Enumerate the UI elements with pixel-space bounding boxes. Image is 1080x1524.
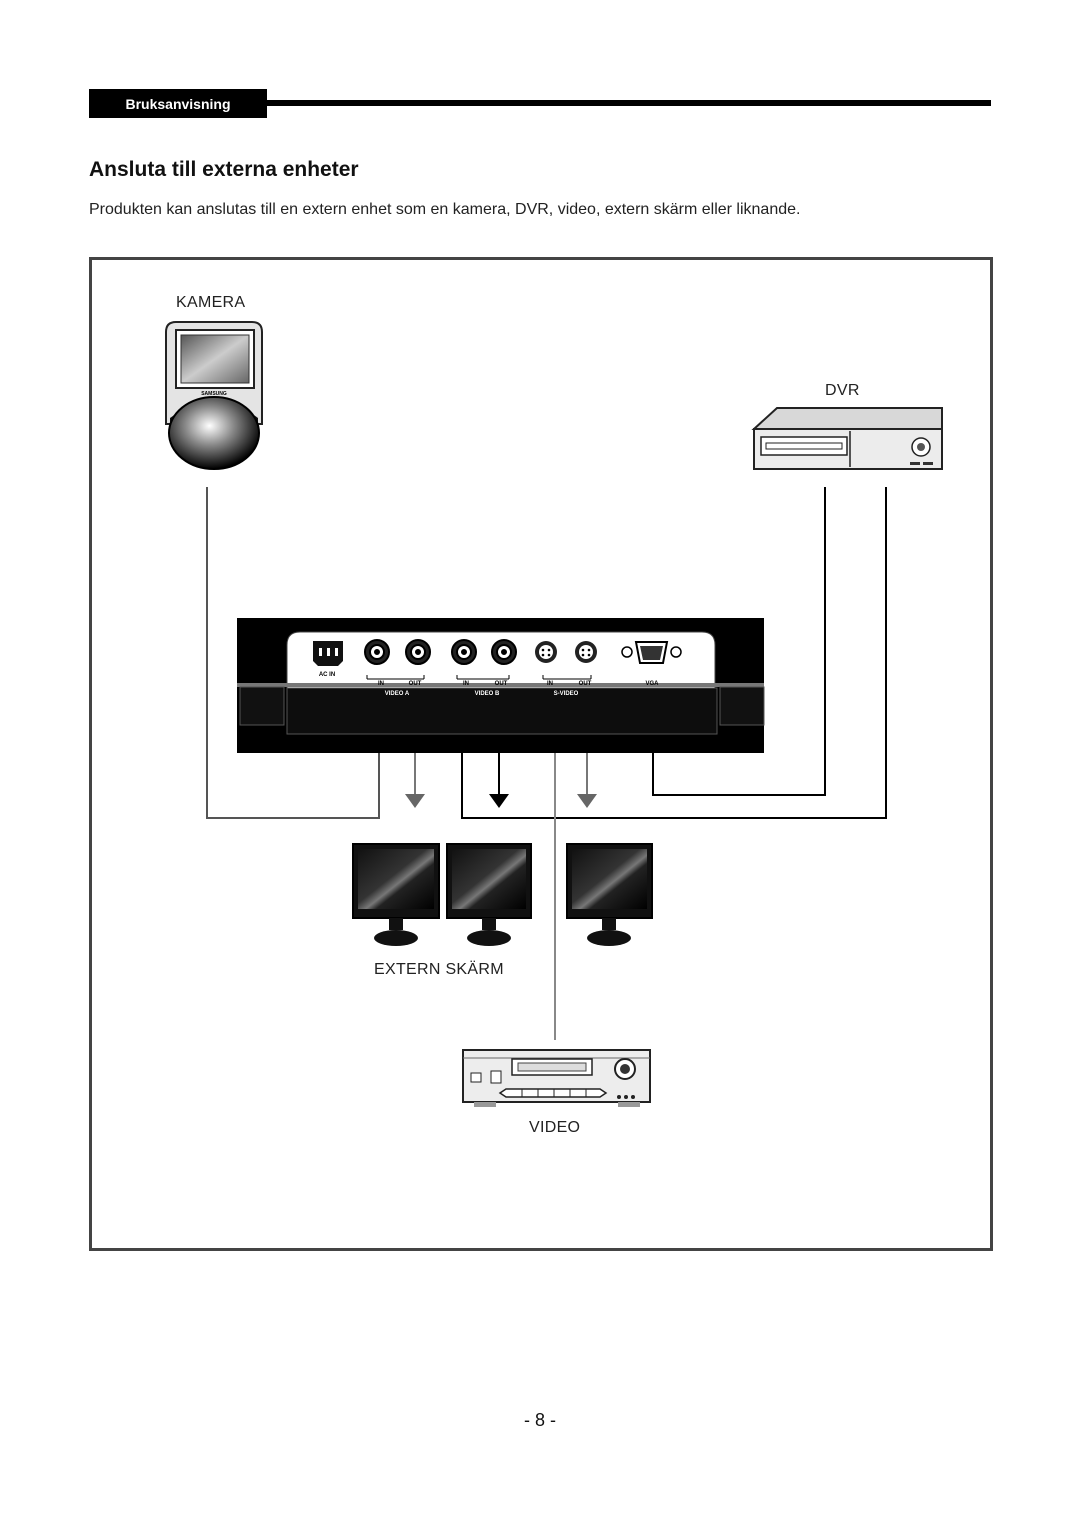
s-video-connectors bbox=[535, 641, 597, 663]
bnc-connectors bbox=[364, 639, 517, 665]
header-rule bbox=[267, 100, 991, 106]
external-monitor-3 bbox=[566, 843, 653, 946]
video-b-group-label: VIDEO B bbox=[475, 691, 500, 697]
s-video-in-label: IN bbox=[547, 681, 553, 687]
external-monitor-label: EXTERN SKÄRM bbox=[374, 961, 504, 978]
vga-label: VGA bbox=[645, 681, 659, 687]
video-a-out-label: OUT bbox=[409, 681, 422, 687]
video-a-in-label: IN bbox=[378, 681, 384, 687]
s-video-group-label: S-VIDEO bbox=[554, 691, 579, 697]
manual-header-tab: Bruksanvisning bbox=[89, 89, 267, 118]
camera-label: KAMERA bbox=[176, 294, 246, 311]
external-monitor-1 bbox=[352, 843, 440, 946]
dvr-icon bbox=[751, 407, 943, 470]
intro-paragraph: Produkten kan anslutas till en extern en… bbox=[89, 201, 801, 218]
s-video-out-label: OUT bbox=[579, 681, 592, 687]
camera-brand: SAMSUNG bbox=[201, 391, 227, 397]
connection-diagram-frame bbox=[89, 257, 993, 1251]
connection-cables bbox=[206, 487, 887, 1040]
dvr-label: DVR bbox=[825, 382, 860, 399]
vga-connector bbox=[621, 641, 682, 664]
monitor-rear-panel: AC IN IN OUT IN OUT IN OUT VGA VIDEO A V… bbox=[237, 618, 765, 753]
page-title: Ansluta till externa enheter bbox=[89, 158, 359, 181]
video-b-out-label: OUT bbox=[495, 681, 508, 687]
page-number: - 8 - bbox=[523, 1410, 556, 1430]
video-label: VIDEO bbox=[529, 1119, 581, 1136]
camera-icon: SAMSUNG bbox=[165, 321, 263, 470]
video-a-group-label: VIDEO A bbox=[385, 691, 410, 697]
manual-header-label: Bruksanvisning bbox=[125, 95, 231, 112]
ac-in-label: AC IN bbox=[319, 672, 335, 678]
video-device-icon bbox=[462, 1049, 651, 1107]
external-monitor-2 bbox=[446, 843, 532, 946]
ac-in-socket bbox=[313, 641, 343, 666]
video-b-in-label: IN bbox=[463, 681, 469, 687]
